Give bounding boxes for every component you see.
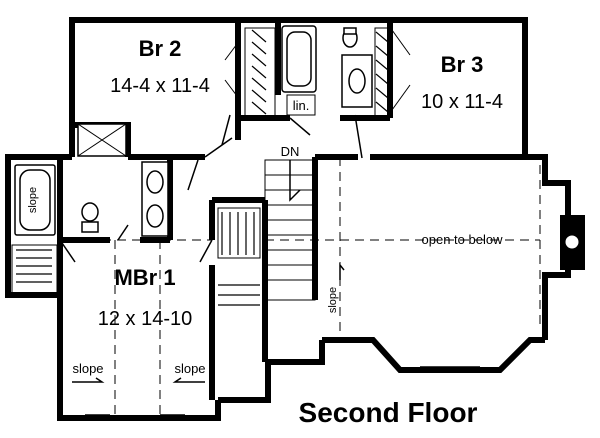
room-name-mbr1: MBr 1 <box>114 265 175 290</box>
linen-label: lin. <box>293 98 310 113</box>
slope-label-stair: slope <box>327 287 339 313</box>
windows <box>85 366 480 416</box>
open-to-below-label: open to below <box>422 232 504 247</box>
slope-lines <box>72 157 541 415</box>
stair-down-label: DN <box>281 144 300 159</box>
room-dims-br3: 10 x 11-4 <box>421 91 503 113</box>
slope-arrows <box>72 262 345 383</box>
bath-fixtures <box>14 25 373 237</box>
slope-label-tub: slope <box>27 187 39 213</box>
floor-title: Second Floor <box>299 397 478 428</box>
slope-label-left: slope <box>72 361 103 376</box>
room-name-br2: Br 2 <box>139 36 182 61</box>
closets <box>11 27 411 306</box>
staircase <box>264 159 316 301</box>
slope-label-right: slope <box>174 361 205 376</box>
room-dims-br2: 14-4 x 11-4 <box>110 75 210 97</box>
room-dims-mbr1: 12 x 14-10 <box>98 308 193 330</box>
doors <box>59 114 363 263</box>
room-name-br3: Br 3 <box>441 52 484 77</box>
fireplace <box>560 215 585 270</box>
